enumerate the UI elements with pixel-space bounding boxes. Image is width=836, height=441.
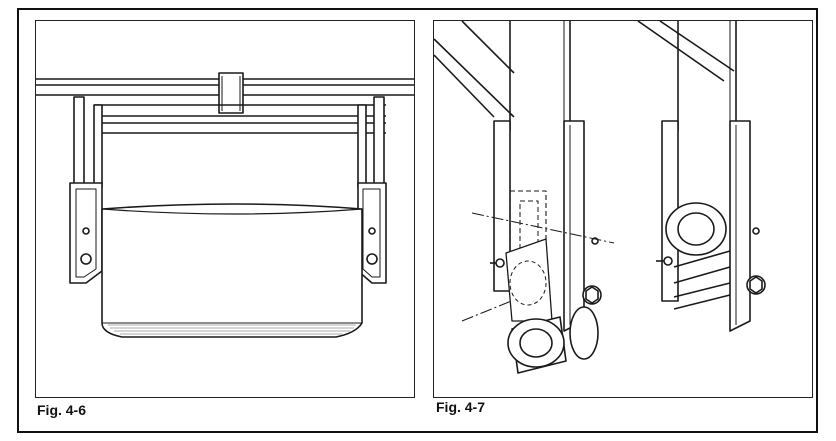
roller-drawing	[36, 72, 414, 338]
bushing-drawing	[434, 21, 766, 374]
figure-panel-roller	[35, 20, 415, 398]
page-border	[17, 8, 818, 433]
figure-caption-4-7: Fig. 4-7	[436, 399, 486, 415]
figure-panel-bushing	[433, 20, 813, 398]
figure-caption-4-6: Fig. 4-6	[37, 402, 87, 418]
